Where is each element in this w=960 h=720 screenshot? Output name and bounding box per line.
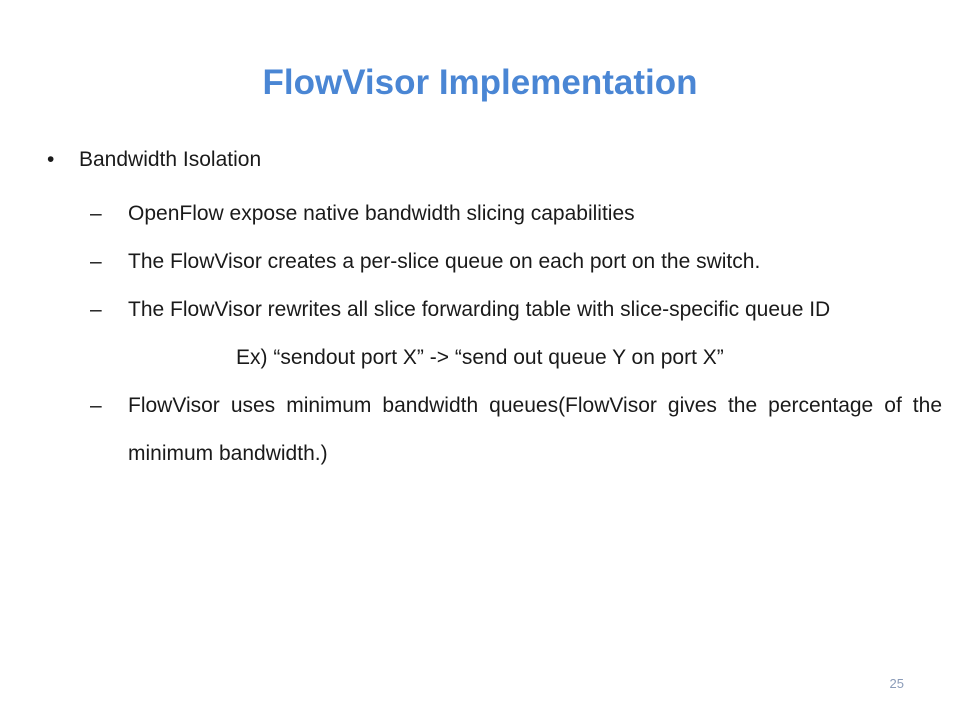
sub-bullet-text: OpenFlow expose native bandwidth slicing… (128, 202, 635, 225)
sub-bullet-text: The FlowVisor creates a per-slice queue … (128, 250, 761, 273)
dash-marker: – (90, 298, 102, 321)
sub-bullet-text: The FlowVisor rewrites all slice forward… (128, 298, 831, 321)
bullet-item: • Bandwidth Isolation (47, 144, 261, 176)
sub-bullet-item: – The FlowVisor rewrites all slice forwa… (90, 286, 942, 334)
sub-bullet-item: – OpenFlow expose native bandwidth slici… (90, 190, 942, 238)
page-number: 25 (889, 676, 904, 691)
dash-marker: – (90, 394, 102, 417)
bullet-marker: • (47, 148, 55, 171)
sub-bullet-item: – FlowVisor uses minimum bandwidth queue… (90, 382, 942, 478)
example-line: Ex) “sendout port X” -> “send out queue … (236, 346, 724, 369)
bullet-label: Bandwidth Isolation (79, 148, 262, 171)
sub-bullet-list: – OpenFlow expose native bandwidth slici… (90, 190, 942, 478)
dash-marker: – (90, 202, 102, 225)
dash-marker: – (90, 250, 102, 273)
slide-title: FlowVisor Implementation (262, 63, 698, 102)
sub-bullet-text: FlowVisor uses minimum bandwidth queues(… (128, 394, 942, 465)
sub-bullet-item: – The FlowVisor creates a per-slice queu… (90, 238, 942, 286)
